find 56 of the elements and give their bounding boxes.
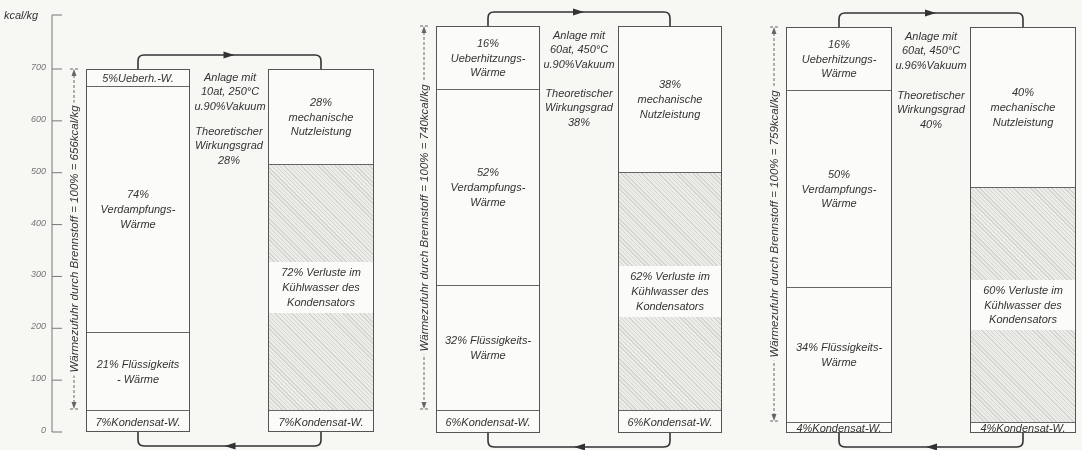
cycle-arrow [487, 8, 671, 27]
dimension-label: Wärmezufuhr durch Brennstoff = 100% = 740kcal/kg [418, 81, 430, 355]
hatched-bar-segment [619, 172, 721, 410]
segment-label: 50% Verdampfungs- Wärme [800, 166, 878, 212]
energy-bar [970, 27, 1076, 433]
tick-label: 600 [29, 113, 46, 126]
segment-label: 32% Flüssigkeits- Wärme [444, 333, 532, 363]
tick-label: 200 [29, 321, 46, 333]
bar-segment [971, 422, 1075, 434]
segment-label: 4%Kondensat-W. [980, 421, 1066, 436]
energy-bar [86, 69, 190, 432]
tick-label: 300 [29, 269, 46, 282]
energy-bar [268, 69, 374, 432]
energy-bar [786, 27, 892, 433]
segment-label: 7%Kondensat-W. [278, 414, 364, 430]
hatched-bar-segment [971, 187, 1075, 422]
cycle-arrow [838, 432, 1024, 450]
segment-label: 16% Ueberhitzungs- Wärme [800, 36, 878, 82]
energy-bar [618, 26, 722, 433]
hatched-bar-segment [269, 164, 373, 410]
tick-label: 400 [29, 217, 46, 230]
dimension-label: Wärmezufuhr durch Brennstoff = 100% = 656kcal/kg [68, 102, 80, 376]
segment-label: 28% mechanische Nutzleistung [287, 94, 355, 140]
segment-label: 4%Kondensat-W. [796, 421, 882, 436]
annotation-text: Theoretischer Wirkungsgrad 38% [544, 86, 614, 129]
cycle-arrow [137, 51, 322, 70]
bar-segment [787, 422, 891, 434]
segment-label: 72% Verluste im Kühlwasser des Kondensators [269, 262, 373, 313]
segment-label: 60% Verluste im Kühlwasser des Kondensators [971, 279, 1075, 331]
tick-label: 500 [29, 165, 46, 178]
energy-bar [436, 26, 540, 433]
tick-label: 0 [40, 425, 46, 437]
segment-label: 34% Flüssigkeits- Wärme [795, 340, 883, 370]
annotation-text: Anlage mit 10at, 250°C u.90%Vakuum [193, 70, 267, 113]
segment-label: 5%Ueberh.-W. [102, 70, 174, 86]
segment-label: 74% Verdampfungs- Wärme [99, 187, 177, 232]
axis-unit-label: kcal/kg [4, 8, 40, 23]
annotation-text: Theoretischer Wirkungsgrad 40% [896, 88, 966, 131]
segment-label: 40% mechanische Nutzleistung [989, 85, 1057, 130]
cycle-arrow [838, 9, 1024, 28]
segment-label: 7%Kondensat-W. [95, 414, 181, 430]
cycle-arrow [487, 432, 671, 450]
cycle-arrow [137, 431, 322, 450]
segment-label: 62% Verluste im Kühlwasser des Kondensators [619, 266, 721, 317]
segment-label: 38% mechanische Nutzleistung [636, 77, 704, 122]
annotation-text: Anlage mit 60at, 450°C u.90%Vakuum [542, 28, 616, 71]
annotation-text: Theoretischer Wirkungsgrad 28% [194, 124, 264, 167]
tick-label: 100 [29, 373, 46, 385]
segment-label: 16% Ueberhitzungs- Wärme [449, 35, 527, 81]
segment-label: 6%Kondensat-W. [445, 415, 531, 430]
segment-label: 52% Verdampfungs- Wärme [449, 165, 527, 210]
segment-label: 21% Flüssigkeits - Wärme [95, 356, 181, 387]
annotation-text: Anlage mit 60at, 450°C u.96%Vakuum [894, 29, 968, 72]
segment-label: 6%Kondensat-W. [627, 415, 713, 430]
dimension-label: Wärmezufuhr durch Brennstoff = 100% = 759kcal/kg [768, 87, 780, 361]
tick-label: 700 [29, 62, 46, 74]
